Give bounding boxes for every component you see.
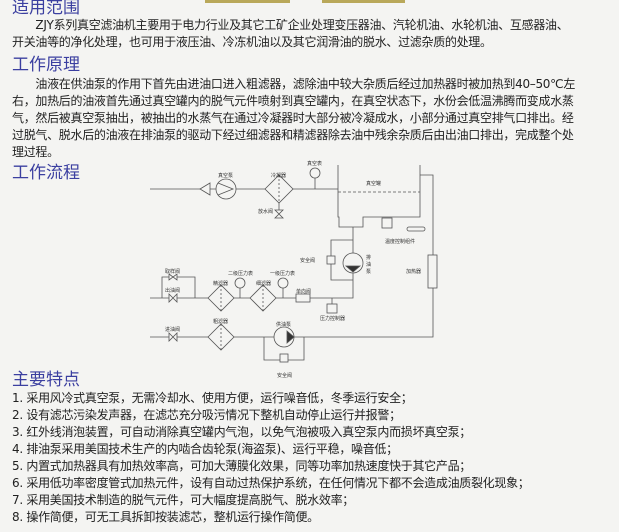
label-heater: 加热器 (406, 269, 422, 275)
drain-valve-icon (274, 209, 284, 219)
principle-line: 过脱气、脱水后的油液在排油泵的驱动下经过细滤器和精滤器除去油中残余杂质后由出油口… (12, 128, 574, 142)
temperature-control-icon (381, 217, 393, 229)
principle-line: 理过程。 (12, 145, 59, 159)
pump-arrow (286, 330, 295, 344)
feature-item: 3. 红外线消泡装置，可自动消除真空罐内气泡，以免气泡被吸入真空泵内而损坏真空泵… (12, 425, 471, 439)
feature-item: 1. 采用风冷式真空泵，无需冷却水、使用方便，运行噪音低，冬季运行安全； (12, 391, 413, 405)
scope-line: 开关油等的净化处理，也可用于液压油、冷冻机油以及其它润滑油的脱水、过滤杂质的处理… (12, 35, 492, 49)
label-drain-valve: 放水阀 (258, 209, 274, 215)
label-temp-control: 温度控制组件 (385, 239, 416, 245)
label-condenser: 冷凝器 (271, 173, 287, 179)
label-sampling-valve: 取样阀 (165, 269, 181, 275)
label-vacuum-tank: 真空罐 (366, 181, 382, 187)
feature-item: 4. 排油泵采用美国技术生产的内啮合齿轮泵(海盗泵)、运行平稳，噪音低； (12, 442, 398, 456)
heater-icon (427, 254, 438, 289)
principle-line: 右，加热后的油液首先通过真空罐内的脱气元件喷射到真空罐内，在真空状态下，水份会低… (12, 94, 574, 108)
label-gauge-2: 二级压力表 (228, 271, 254, 277)
pump-arrow (344, 265, 362, 273)
feature-item: 5. 内置式加热器具有加热效率高，可加大薄膜化效果，同等功率加热速度快于其它产品… (12, 459, 471, 473)
scope-line: ZJY系列真空滤油机主要用于电力行业及其它工矿企业处理变压器油、汽轮机油、水轮机… (12, 18, 569, 32)
inlet-valve-icon (168, 332, 178, 342)
label-medium-filter: 细滤器 (256, 281, 272, 287)
feature-item: 6. 采用低功率密度管式加热元件，设有自动过热保护系统，在任何情况下都不会造成油… (12, 476, 530, 490)
temperature-sensor-icon (406, 226, 426, 232)
feature-item: 2. 设有滤芯污染发声器，在滤芯充分吸污情况下整机自动停止运行并报警； (12, 408, 401, 422)
label-discharge-pump: 排油泵 (366, 255, 372, 275)
label-safety-valve: 安全阀 (277, 373, 293, 379)
heading-features: 主要特点 (12, 370, 80, 390)
label-gauge-1: 一级压力表 (270, 271, 296, 277)
label-fine-filter: 精滤器 (213, 281, 229, 287)
product-photo-strip (205, 0, 290, 3)
pressure-controller-icon (326, 303, 338, 314)
label-vacuum-gauge: 真空表 (307, 161, 323, 167)
safety-valve-icon (279, 353, 289, 363)
pump-arrow (217, 182, 235, 196)
vacuum-gauge-icon (309, 167, 321, 179)
label-vacuum-pump: 真空泵 (218, 173, 234, 179)
label-safety-valve: 安全阀 (300, 258, 316, 264)
feature-item: 7. 采用美国技术制造的脱气元件，可大幅度提高脱气、脱水效率； (12, 493, 354, 507)
feature-item: 8. 操作简便，可无工具拆卸按装滤芯，整机运行操作简便。 (12, 510, 319, 524)
label-outlet-valve: 出油阀 (165, 288, 181, 294)
product-photo-strip (322, 0, 405, 3)
heading-flow: 工作流程 (12, 163, 80, 183)
heading-scope: 适用范围 (12, 0, 80, 18)
label-coarse-filter: 粗滤器 (213, 319, 229, 325)
principle-line: 油液在供油泵的作用下首先由进油口进入粗滤器，滤除油中较大杂质后经过加热器时被加热… (12, 77, 576, 91)
label-pressure-controller: 压力控制器 (320, 316, 346, 322)
gauge-2-icon (234, 277, 246, 289)
label-inlet-valve: 进油阀 (165, 327, 181, 333)
pipe (150, 227, 354, 299)
check-valve-icon (295, 293, 311, 303)
sampling-branch (161, 276, 196, 298)
outlet-valve-icon (168, 293, 178, 303)
safety-valve-icon (326, 255, 336, 265)
exhaust-triangle (199, 182, 211, 196)
principle-line: 气，然后被真空泵抽出，被抽出的水蒸气在通过冷凝器时大部分被冷凝成水，小部分通过真… (12, 111, 574, 125)
gauge-1-icon (277, 277, 289, 289)
label-feed-pump: 供油泵 (276, 322, 292, 328)
vacuum-tank-icon (337, 165, 421, 228)
label-check-valve: 单向阀 (296, 289, 312, 295)
heading-principle: 工作原理 (12, 55, 80, 75)
sampling-valve-icon (168, 273, 178, 281)
